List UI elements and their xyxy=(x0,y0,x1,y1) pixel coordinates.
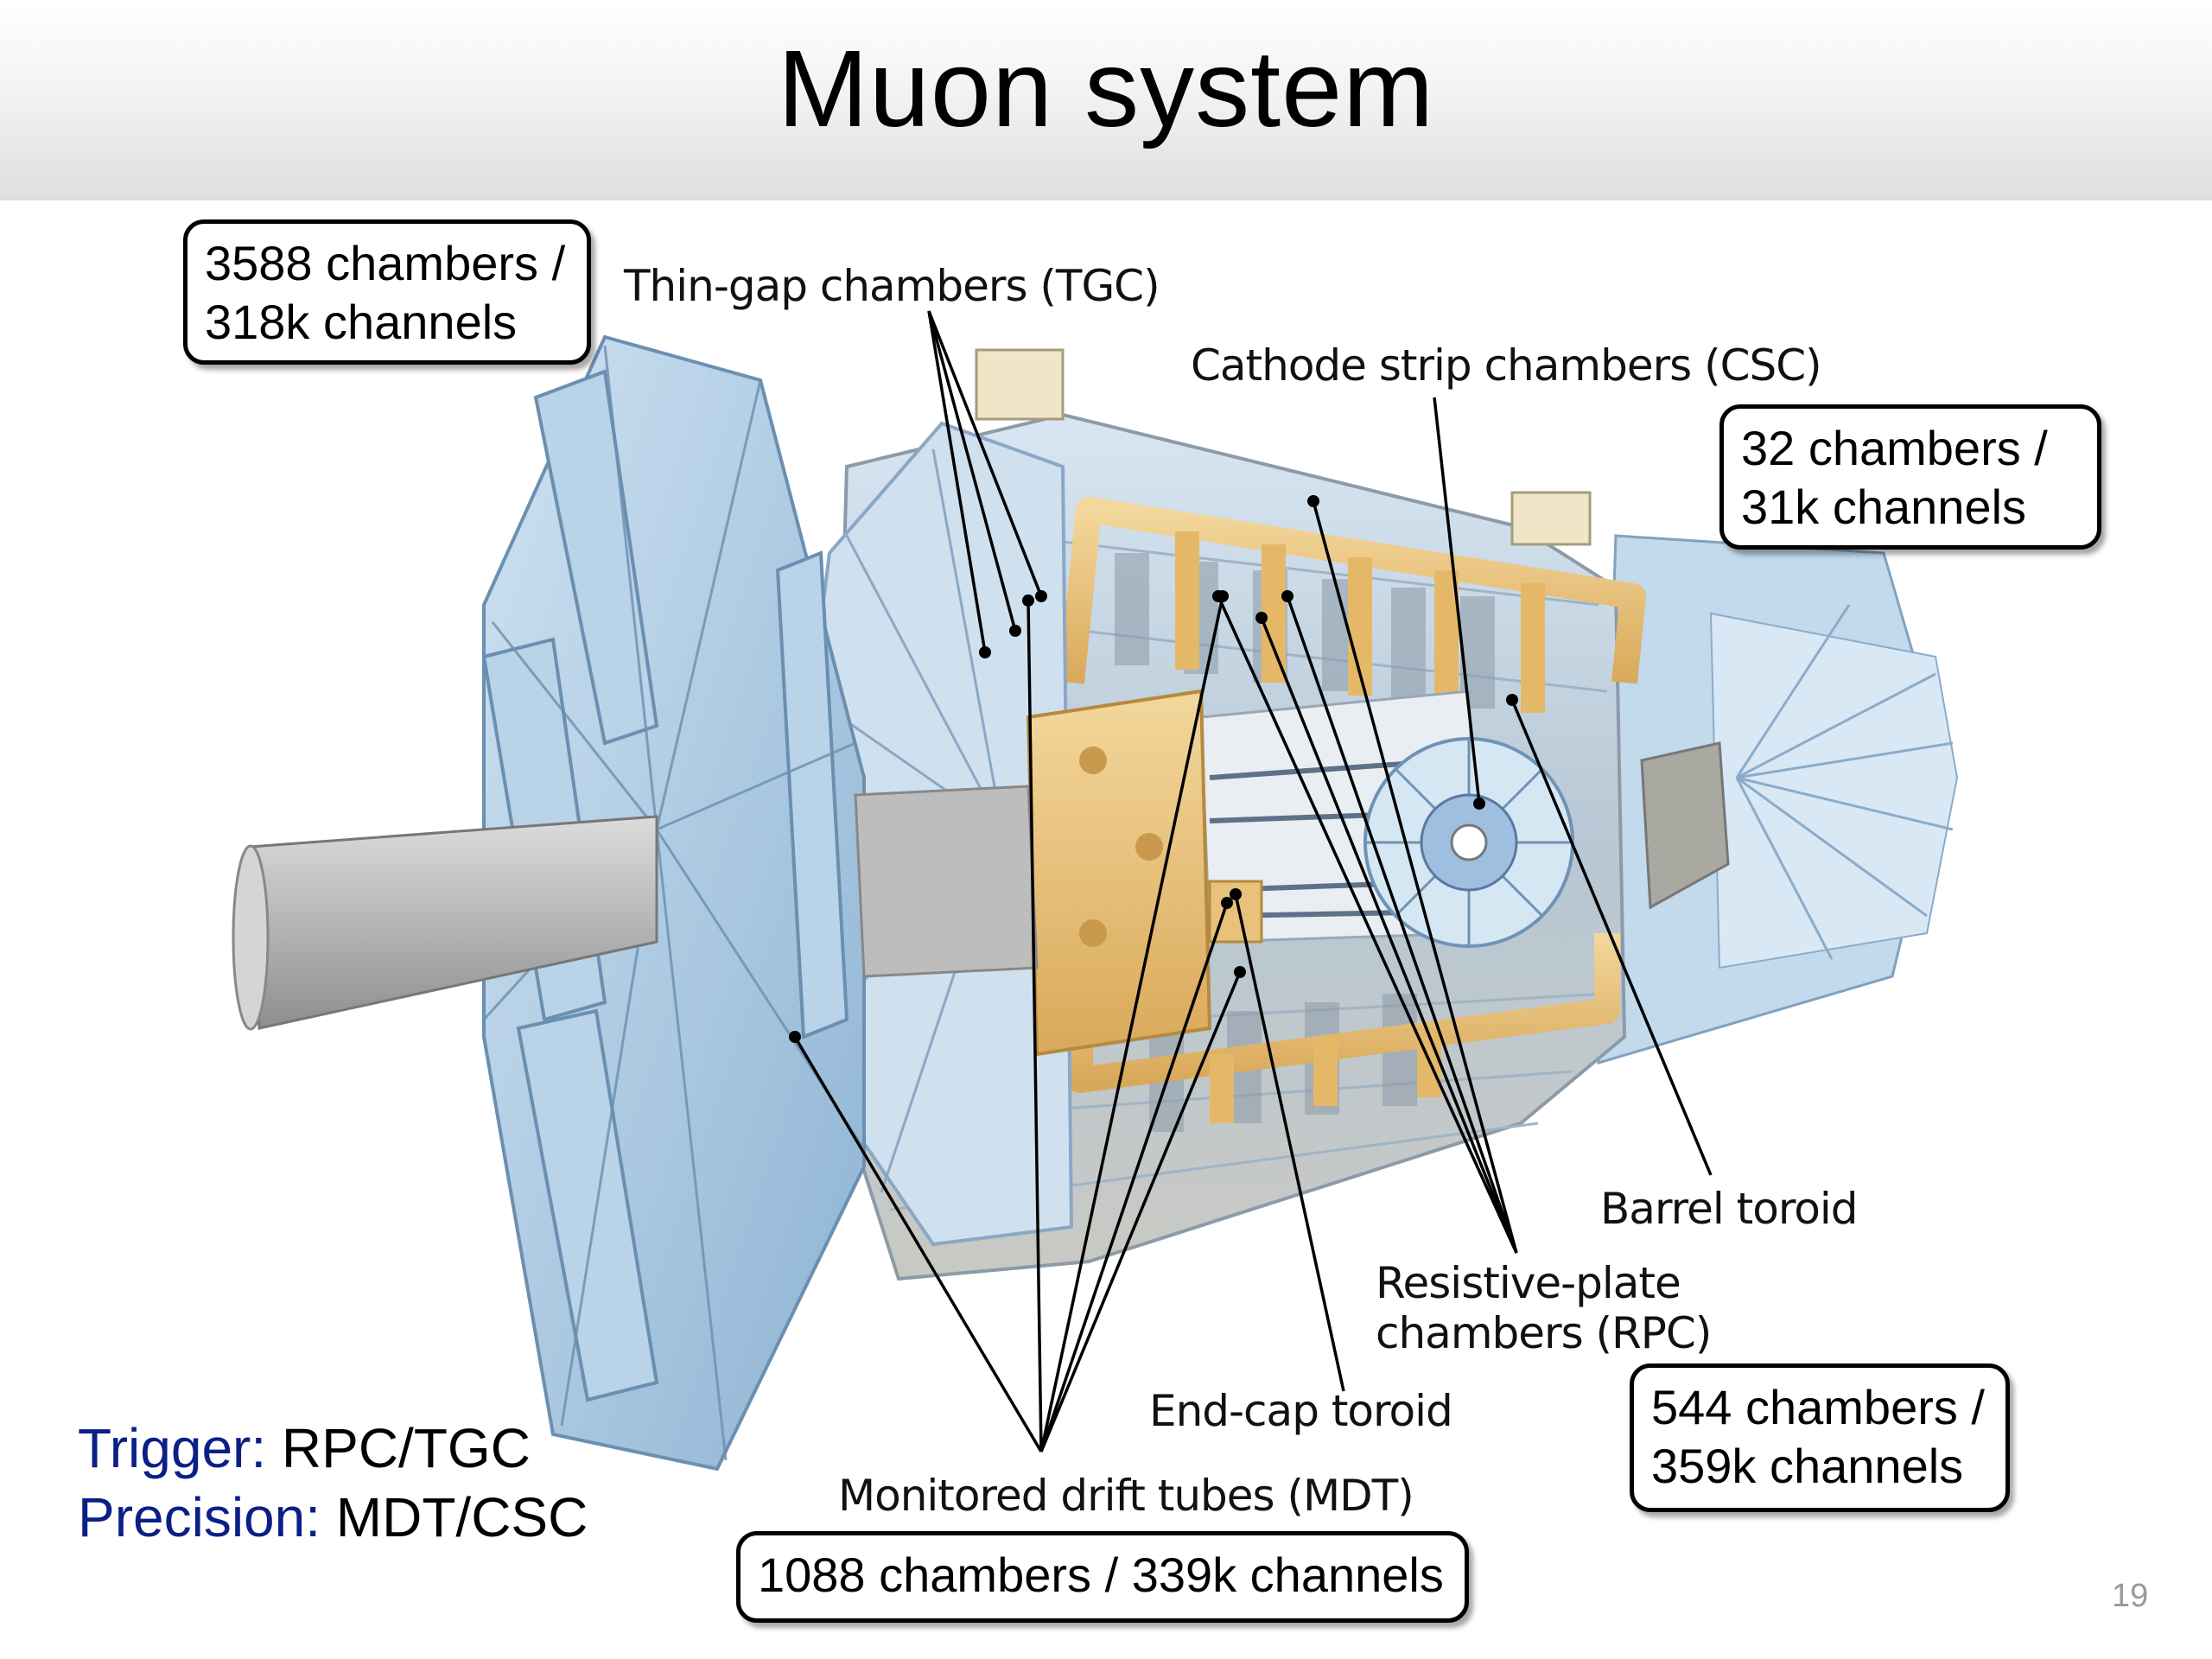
rpc-count-line-2: 359k channels xyxy=(1651,1439,1964,1493)
label-rpc-line-2: chambers (RPC) xyxy=(1376,1308,1712,1358)
mdt-count-text: 1088 chambers / 339k channels xyxy=(758,1548,1444,1602)
rpc-count-box: 544 chambers / 359k channels xyxy=(1630,1363,2010,1512)
rpc-count-line-1: 544 chambers / xyxy=(1651,1380,1985,1434)
right-endcap-wheel xyxy=(1597,534,1959,1065)
csc-count-line-1: 32 chambers / xyxy=(1741,421,2048,475)
legend-precision-key: Precision: xyxy=(78,1486,321,1548)
tgc-count-line-1: 3588 chambers / xyxy=(205,236,566,290)
page-number: 19 xyxy=(2112,1578,2149,1614)
legend-precision-row: Precision: MDT/CSC xyxy=(78,1483,588,1552)
slide-title: Muon system xyxy=(777,28,1435,149)
beam-pipe xyxy=(232,785,1039,1031)
leader-lines xyxy=(793,310,1713,1452)
label-mdt: Monitored drift tubes (MDT) xyxy=(838,1471,1414,1521)
legend-precision-value: MDT/CSC xyxy=(335,1486,588,1548)
legend-trigger-row: Trigger: RPC/TGC xyxy=(78,1414,588,1483)
tgc-count-box: 3588 chambers / 318k channels xyxy=(183,219,591,365)
barrel-toroid-ribs xyxy=(1175,531,1545,1123)
label-tgc: Thin-gap chambers (TGC) xyxy=(624,261,1160,311)
label-endcap-toroid: End-cap toroid xyxy=(1149,1386,1453,1436)
label-rpc-line-1: Resistive-plate xyxy=(1376,1258,1681,1308)
label-csc: Cathode strip chambers (CSC) xyxy=(1191,340,1822,391)
csc-count-line-2: 31k channels xyxy=(1741,480,2027,534)
label-barrel-toroid: Barrel toroid xyxy=(1600,1184,1858,1234)
tgc-count-line-2: 318k channels xyxy=(205,295,518,349)
legend-trigger-value: RPC/TGC xyxy=(281,1417,531,1479)
label-rpc: Resistive-plate chambers (RPC) xyxy=(1376,1258,1712,1358)
csc-count-box: 32 chambers / 31k channels xyxy=(1719,404,2101,550)
big-wheel xyxy=(481,334,866,1471)
title-bar xyxy=(0,0,2212,200)
legend: Trigger: RPC/TGC Precision: MDT/CSC xyxy=(78,1414,588,1552)
legend-trigger-key: Trigger: xyxy=(78,1417,267,1479)
mdt-count-box: 1088 chambers / 339k channels xyxy=(736,1531,1469,1623)
leader-dots xyxy=(789,495,1518,1043)
